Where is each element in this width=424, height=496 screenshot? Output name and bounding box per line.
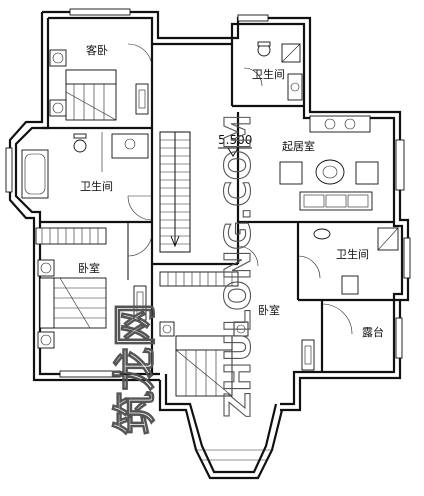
living-room-furniture: [279, 115, 379, 211]
label-guest-bedroom: 客卧: [86, 43, 108, 57]
label-bathroom-top-right: 卫生间: [252, 67, 285, 81]
watermark: 筑龙网 ZHULONG.COM: [109, 114, 259, 436]
windows: [5, 8, 411, 378]
watermark-cn-text: 筑龙网: [110, 303, 161, 435]
label-bedroom-center: 卧室: [258, 303, 280, 317]
elevation-marker: 5.500: [218, 133, 252, 157]
bathroom-top-right-fixtures: [243, 41, 303, 101]
bedroom-center-furniture: [159, 245, 315, 397]
label-bedroom-left: 卧室: [78, 261, 100, 275]
bathroom-right-fixtures: [297, 227, 399, 295]
label-bathroom-left: 卫生间: [80, 179, 113, 193]
bedroom-left-furniture: [35, 227, 153, 349]
terrace-details: [321, 303, 353, 335]
label-bathroom-right: 卫生间: [336, 247, 369, 261]
watermark-url-text: ZHULONG.COM: [218, 114, 259, 418]
label-terrace: 露台: [362, 325, 384, 339]
guest-bedroom-furniture: [49, 43, 153, 121]
elevation-value: 5.500: [218, 133, 252, 147]
bathroom-left-fixtures: [21, 132, 153, 221]
interior-walls: [40, 44, 400, 374]
room-labels: 客卧 卫生间 卫生间 起居室 卧室 卧室 卫生间 露台: [78, 43, 384, 339]
label-living-room: 起居室: [282, 139, 315, 153]
staircase: [159, 131, 191, 253]
